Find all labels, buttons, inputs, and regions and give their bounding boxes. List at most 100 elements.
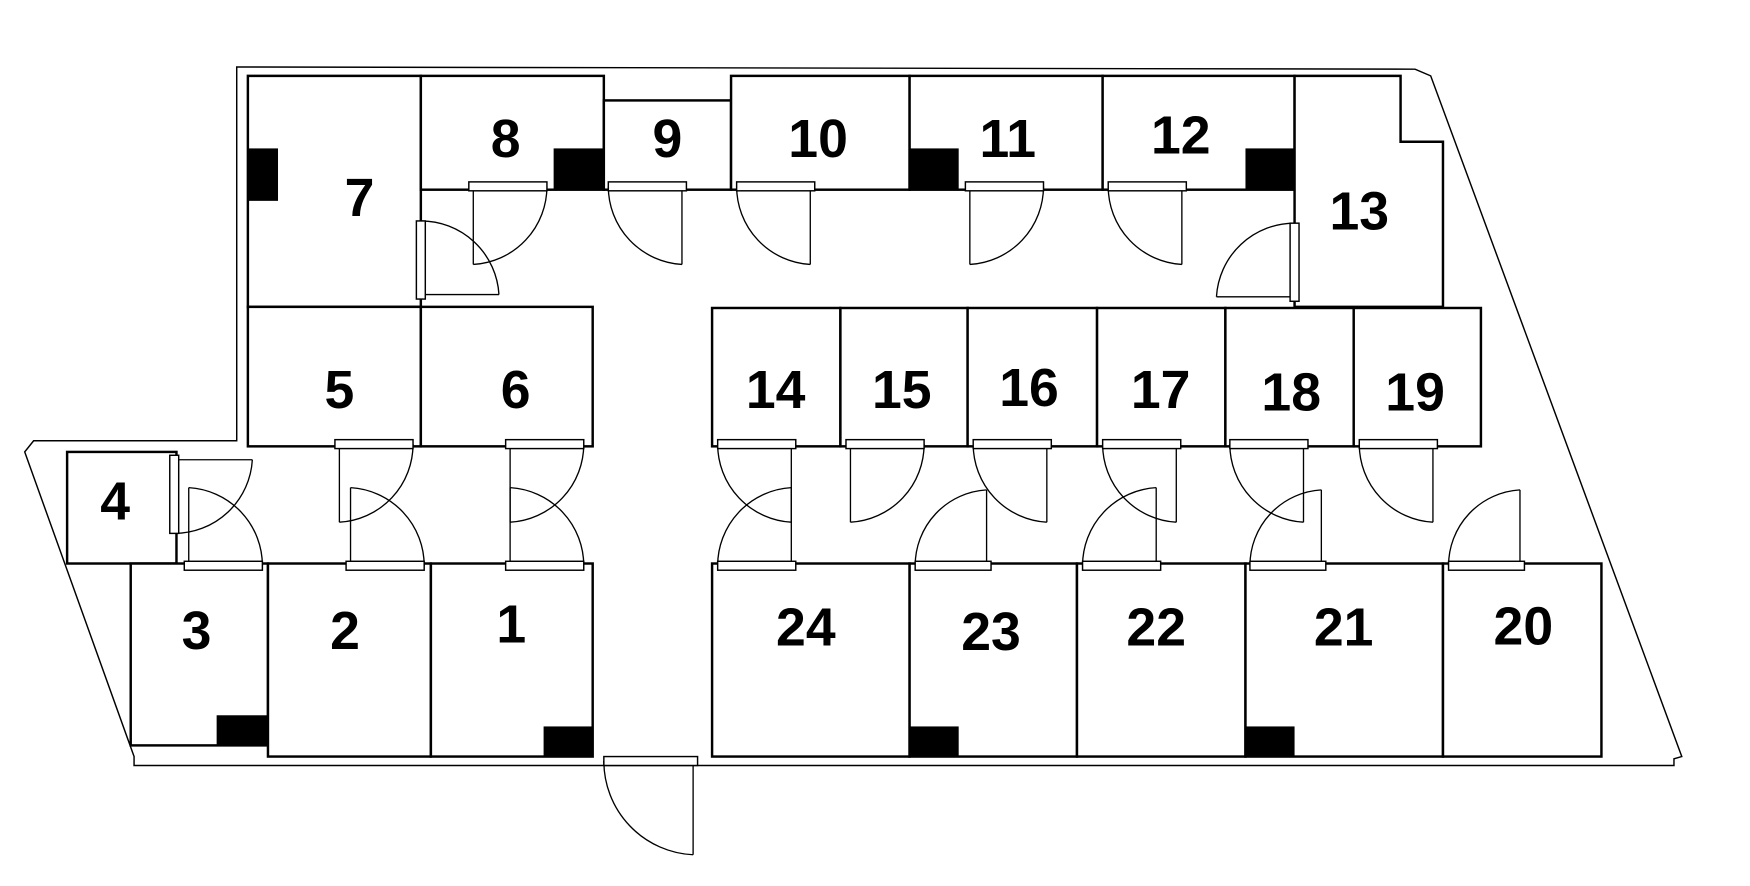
- room-label: 9: [653, 110, 683, 169]
- door-swing-icon: [914, 489, 987, 566]
- room-label: 6: [501, 361, 531, 420]
- rooms: [65, 74, 1603, 758]
- room-21[interactable]: [1244, 562, 1445, 758]
- room-label: 2: [330, 602, 360, 661]
- fixture-block: [1245, 148, 1295, 189]
- room-6[interactable]: [419, 305, 594, 448]
- door-frame: [415, 220, 427, 300]
- room-label: 1: [496, 595, 526, 654]
- door-frame: [845, 438, 925, 450]
- room-24[interactable]: [710, 562, 911, 758]
- room-9[interactable]: [602, 99, 733, 191]
- door-frame: [1229, 438, 1309, 450]
- door-swing-icon: [972, 444, 1047, 523]
- door-swing-icon: [969, 186, 1045, 266]
- door-swing-icon: [1358, 444, 1433, 523]
- door-swing-icon: [607, 186, 682, 266]
- door-swing-icon: [510, 486, 585, 566]
- door-frame: [972, 438, 1053, 450]
- fixtures: [216, 148, 1295, 757]
- room-label: 20: [1494, 598, 1554, 657]
- room-label: 3: [182, 602, 212, 661]
- room-10[interactable]: [729, 74, 911, 191]
- door-frame: [1101, 438, 1182, 450]
- room-17[interactable]: [1095, 306, 1227, 448]
- room-4[interactable]: [65, 450, 178, 565]
- door-swing-icon: [1081, 486, 1157, 566]
- door-frame: [735, 181, 816, 192]
- fixture-block: [553, 148, 604, 189]
- door-swing-icon: [850, 444, 925, 523]
- room-label: 4: [100, 473, 130, 532]
- door-swing-icon: [603, 761, 694, 856]
- room-label: 5: [324, 361, 354, 420]
- door-frame: [1081, 560, 1162, 571]
- door-frame: [607, 181, 688, 192]
- door-frame: [1447, 560, 1526, 571]
- door-swing-icon: [188, 486, 264, 566]
- door-swing-icon: [1101, 444, 1177, 523]
- door-swing-icon: [1107, 186, 1182, 266]
- door-swing-icon: [1229, 444, 1304, 523]
- door-swing-icon: [1215, 222, 1295, 297]
- room-label: 15: [872, 361, 932, 420]
- room-label: 21: [1314, 599, 1374, 658]
- door-frame: [1358, 438, 1439, 450]
- room-label: 14: [746, 361, 806, 420]
- room-5[interactable]: [246, 305, 423, 448]
- room-label: 11: [979, 110, 1036, 169]
- room-label: 23: [961, 603, 1021, 662]
- door-frame: [504, 560, 585, 571]
- door-frame: [1107, 181, 1188, 192]
- door-frame: [603, 755, 699, 767]
- door-frame: [345, 560, 425, 571]
- door-frame: [914, 560, 992, 571]
- door-frame: [183, 560, 264, 571]
- room-labels: 1 2 3 4 5 6 7 8 9 10 11 12 13 14 15 16 1…: [100, 107, 1553, 663]
- room-22[interactable]: [1075, 562, 1247, 758]
- door-frame: [716, 560, 797, 571]
- room-20[interactable]: [1441, 562, 1603, 758]
- door-swing-icon: [174, 459, 254, 535]
- room-label: 16: [999, 359, 1059, 418]
- door-frame: [504, 438, 585, 450]
- door-swing-icon: [716, 444, 792, 523]
- fixture-block: [543, 726, 593, 757]
- door-swing-icon: [716, 486, 792, 566]
- door-swing-icon: [473, 186, 548, 266]
- room-label: 17: [1131, 361, 1191, 420]
- room-label: 12: [1151, 107, 1211, 166]
- room-label: 18: [1261, 363, 1321, 422]
- door-frame: [1249, 560, 1327, 571]
- room-label: 13: [1330, 183, 1390, 242]
- room-19[interactable]: [1352, 306, 1483, 448]
- door-swing-icon: [1249, 489, 1322, 566]
- door-frame: [169, 454, 180, 535]
- room-label: 24: [776, 599, 836, 658]
- room-18[interactable]: [1224, 306, 1355, 448]
- fixture-block: [909, 148, 959, 189]
- room-label: 10: [788, 110, 848, 169]
- fixture-block: [216, 715, 268, 746]
- door-swing-icon: [350, 486, 425, 566]
- room-label: 19: [1385, 363, 1445, 422]
- door-frame: [964, 181, 1045, 192]
- door-frame: [716, 438, 797, 450]
- room-16[interactable]: [966, 306, 1099, 448]
- room-1[interactable]: [429, 562, 594, 758]
- room-label: 7: [345, 169, 375, 228]
- door-swing-icon: [1447, 489, 1521, 566]
- door-frame: [468, 181, 548, 192]
- door-frame: [1289, 222, 1300, 303]
- room-14[interactable]: [710, 306, 842, 448]
- building-outline: [23, 66, 1683, 767]
- door-swing-icon: [339, 444, 414, 523]
- room-label: 22: [1126, 599, 1186, 658]
- fixture-block: [247, 148, 279, 201]
- doors: [169, 181, 1526, 856]
- door-swing-icon: [420, 220, 500, 295]
- door-swing-icon: [735, 186, 811, 266]
- door-swing-icon: [510, 444, 585, 523]
- door-frame: [334, 438, 414, 450]
